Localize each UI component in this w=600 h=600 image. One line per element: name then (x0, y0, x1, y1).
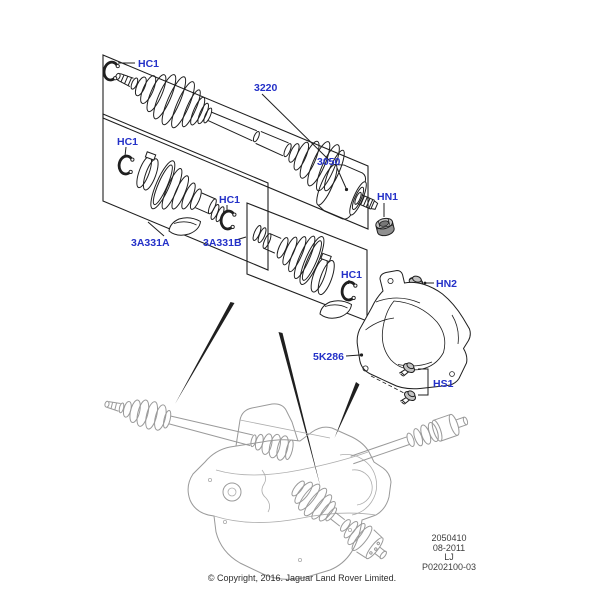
grease-sachet-outer (168, 217, 202, 236)
shield-bolt-hs1-lower (400, 390, 416, 405)
outer-boot-kit-box-outline (102, 113, 269, 271)
driveshaft-box-outline (102, 54, 369, 230)
leader-dot (423, 281, 427, 285)
label-inner-boot-kit[interactable]: 3A331B (203, 237, 242, 249)
label-flange-bolt[interactable]: HN2 (436, 278, 457, 290)
circlip-icon (339, 279, 359, 303)
leader-line (336, 167, 347, 189)
leader-line (124, 146, 127, 157)
pointer-wedge (278, 332, 321, 489)
label-circlip-2[interactable]: HC1 (117, 136, 138, 148)
pointer-wedge (334, 382, 360, 438)
pointer-wedge (175, 302, 235, 404)
driveshaft-assembly (115, 72, 345, 192)
hs1-bracket (418, 368, 429, 396)
label-heat-shield[interactable]: 5K286 (313, 351, 344, 363)
inner-boot-kit (252, 225, 353, 319)
grease-sachet-inner (319, 300, 353, 319)
label-driveshaft[interactable]: 3220 (254, 82, 278, 94)
reference-block: 2050410 08-2011 LJ P0202100-03 (422, 533, 476, 572)
label-circlip-3[interactable]: HC1 (219, 194, 240, 206)
ref-drawing-number: P0202100-03 (422, 562, 476, 572)
leader-dot (344, 187, 349, 192)
label-inner-cv-joint[interactable]: 3050 (317, 156, 341, 168)
leader-dot (359, 353, 364, 357)
final-drive-assembly (104, 399, 469, 580)
leader-line (235, 236, 247, 241)
label-circlip-1[interactable]: HC1 (138, 58, 159, 70)
leader-line (345, 354, 361, 357)
inner-cv-joint (316, 164, 379, 220)
leader-line (147, 221, 165, 237)
label-outer-boot-kit[interactable]: 3A331A (131, 237, 170, 249)
ref-date: 08-2011 (433, 543, 465, 553)
leader-line (261, 93, 331, 162)
ref-part-number: 2050410 (431, 533, 466, 543)
hub-nut (375, 217, 395, 237)
leader-line (348, 279, 350, 285)
outer-boot-kit (136, 151, 225, 236)
circlip-icon (218, 208, 238, 232)
circlip-icon (101, 59, 122, 83)
heat-shield (356, 269, 471, 394)
label-circlip-4[interactable]: HC1 (341, 269, 362, 281)
label-shield-bolts[interactable]: HS1 (433, 378, 454, 390)
label-hub-nut[interactable]: HN1 (377, 191, 398, 203)
circlip-icon (116, 153, 136, 177)
ref-model-code: LJ (444, 552, 454, 562)
copyright-notice: © Copyright, 2016. Jaguar Land Rover Lim… (208, 573, 396, 583)
shield-bolt-hs1-upper (399, 362, 415, 377)
